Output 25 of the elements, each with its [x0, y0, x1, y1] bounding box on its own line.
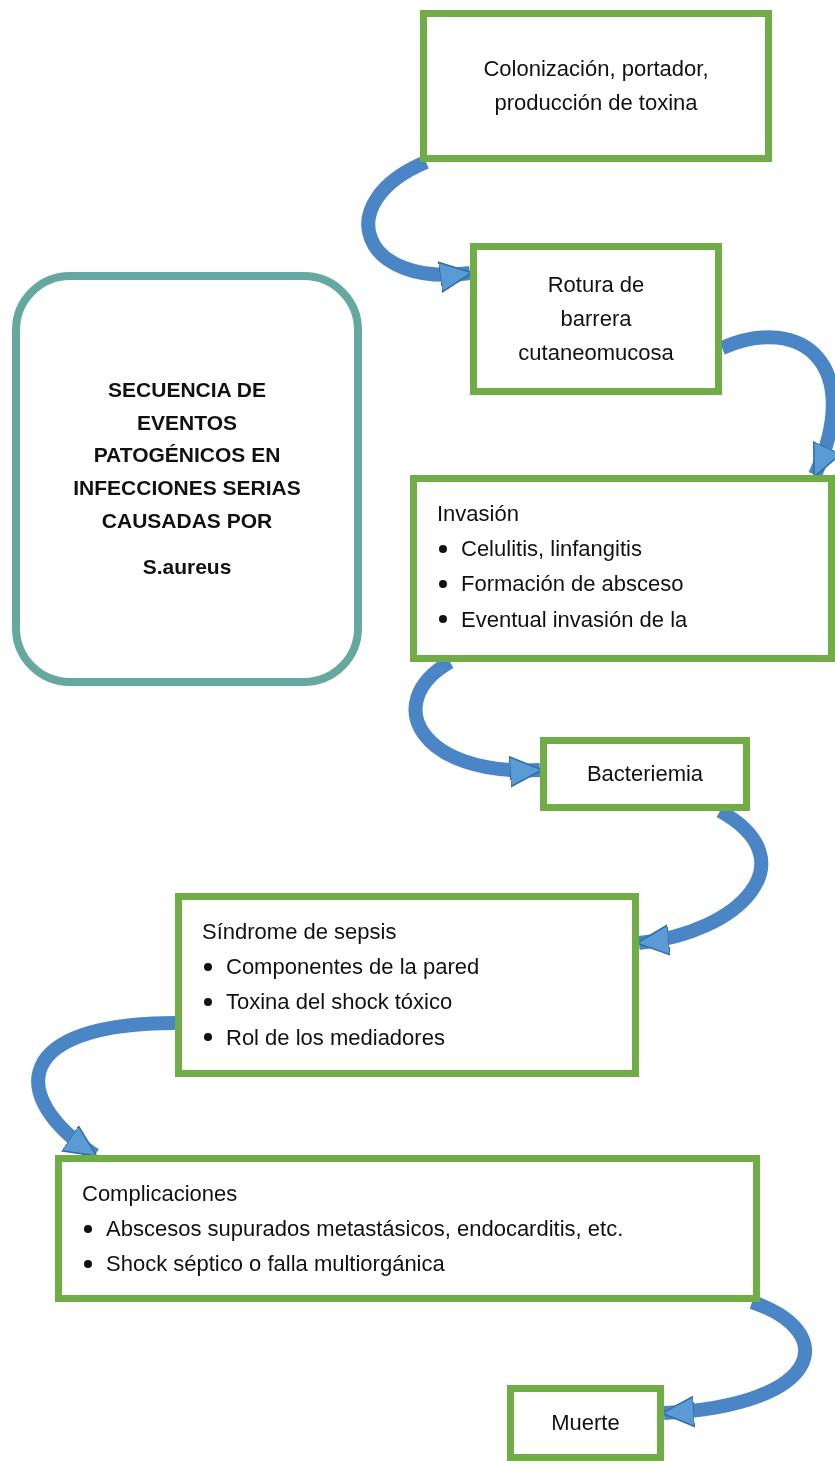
bullet-item: Abscesos supurados metastásicos, endocarditis, etc. [106, 1215, 624, 1244]
step-text: Bacteriemia [586, 759, 704, 788]
step-box [420, 10, 772, 162]
step-box [507, 1385, 664, 1461]
bullet-item: Rol de los mediadores [226, 1023, 445, 1052]
step-text: Rotura de barrera cutaneomucosa [518, 270, 674, 368]
bullet-item: Toxina del shock tóxico [226, 988, 453, 1017]
bullet-item: Celulitis, linfangitis [461, 535, 642, 564]
step-box [55, 1155, 760, 1302]
bullet-item: Eventual invasión de la [461, 605, 688, 634]
step-box [470, 243, 722, 395]
bullet-item: Shock séptico o falla multiorgánica [106, 1250, 445, 1279]
box-heading: Invasión [437, 500, 519, 528]
step-box [410, 475, 835, 662]
title-text: S.aureus [142, 554, 232, 581]
title-box [12, 272, 362, 686]
box-heading: Síndrome de sepsis [202, 918, 397, 946]
step-box [540, 737, 750, 811]
step-text: Colonización, portador, producción de toxina [482, 54, 710, 117]
step-box [175, 893, 639, 1077]
title-text: SECUENCIA DE EVENTOS PATOGÉNICOS EN INFECCIONES SERIAS CAUSADAS POR [72, 377, 302, 534]
bullet-item: Componentes de la pared [226, 953, 480, 982]
step-text: Muerte [551, 1408, 620, 1437]
bullet-item: Formación de absceso [461, 570, 684, 599]
box-heading: Complicaciones [82, 1180, 238, 1208]
